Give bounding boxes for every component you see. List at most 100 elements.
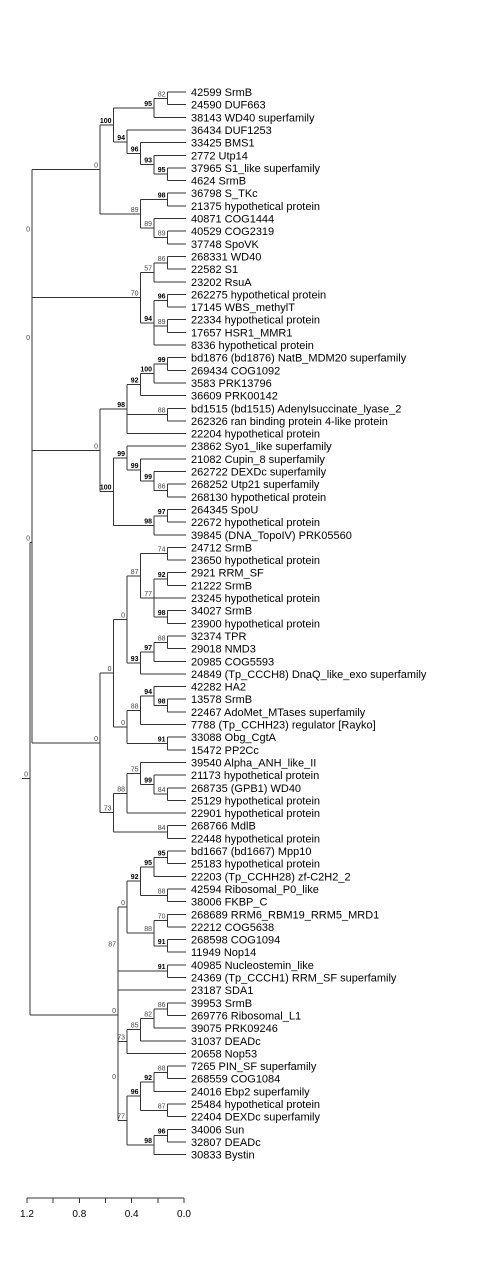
leaf-label: 36434 DUF1253 <box>191 125 272 137</box>
support-value: 74 <box>158 547 166 554</box>
leaf-label: 269434 COG1092 <box>191 365 280 377</box>
support-value: 0 <box>121 720 125 727</box>
leaf-label: 38143 WD40 superfamily <box>191 112 315 124</box>
support-value: 88 <box>158 1065 166 1072</box>
support-value: 91 <box>158 939 166 946</box>
support-value: 97 <box>158 509 166 516</box>
leaf-label: 24849 (Tp_CCCH8) DnaQ_like_exo superfami… <box>191 669 427 681</box>
support-value: 89 <box>131 207 139 214</box>
support-value: 98 <box>158 193 166 200</box>
support-value: 91 <box>158 736 166 743</box>
support-value: 86 <box>158 256 166 263</box>
support-value: 92 <box>158 572 166 579</box>
leaf-label: 37748 SpoVK <box>191 239 260 251</box>
leaf-label: 264345 SpoU <box>191 504 258 516</box>
support-value: 85 <box>131 1023 139 1030</box>
support-value: 73 <box>104 806 112 813</box>
leaf-label: 22203 (Tp_CCHH28) zf-C2H2_2 <box>191 871 351 883</box>
support-value: 96 <box>158 1129 166 1136</box>
support-value: 0 <box>26 335 30 342</box>
leaf-label: 2921 RRM_SF <box>191 568 264 580</box>
support-value: 0 <box>26 535 30 542</box>
leaf-label: 4624 SrmB <box>191 176 246 188</box>
support-value: 0 <box>26 226 30 233</box>
support-value: 0 <box>94 443 98 450</box>
leaf-label: 268130 hypothetical protein <box>191 492 326 504</box>
leaf-label: 22204 hypothetical protein <box>191 429 320 441</box>
support-value: 0 <box>112 1008 116 1015</box>
leaf-label: 22334 hypothetical protein <box>191 315 320 327</box>
leaf-label: 7788 (Tp_CCHH23) regulator [Rayko] <box>191 720 376 732</box>
leaf-label: 7265 PIN_SF superfamily <box>191 1061 317 1073</box>
leaf-label: bd1515 (bd1515) Adenylsuccinate_lyase_2 <box>191 403 401 415</box>
support-value: 99 <box>117 451 125 458</box>
support-value: 87 <box>158 1103 166 1110</box>
support-value: 89 <box>158 319 166 326</box>
support-value: 100 <box>100 118 112 125</box>
support-value: 93 <box>144 158 152 165</box>
leaf-label: 32807 DEADc <box>191 1137 261 1149</box>
support-value: 87 <box>131 569 139 576</box>
support-value: 94 <box>144 316 152 323</box>
leaf-label: 21173 hypothetical protein <box>191 770 319 782</box>
support-value: 99 <box>144 778 152 785</box>
leaf-label: 40529 COG2319 <box>191 226 274 238</box>
leaf-label: 33088 Obg_CgtA <box>191 732 277 744</box>
leaf-label: 23862 Syo1_like superfamily <box>191 441 332 453</box>
leaf-label: 37965 S1_like superfamily <box>191 163 321 175</box>
leaf-label: 42594 Ribosomal_P0_like <box>191 884 319 896</box>
support-value: 84 <box>158 787 166 794</box>
leaf-label: 29018 NMD3 <box>191 644 256 656</box>
support-value: 98 <box>144 1138 152 1145</box>
leaf-label: 3583 PRK13796 <box>191 378 272 390</box>
support-value: 82 <box>158 91 166 98</box>
support-value: 91 <box>158 964 166 971</box>
support-value: 0 <box>112 1074 116 1081</box>
leaf-label: 23187 SDA1 <box>191 985 253 997</box>
support-value: 77 <box>144 591 152 598</box>
support-value: 93 <box>131 656 139 663</box>
leaf-label: 268598 COG1094 <box>191 935 280 947</box>
support-value: 88 <box>158 408 166 415</box>
leaf-label: 268252 Utp21 superfamily <box>191 479 320 491</box>
support-value: 0 <box>121 612 125 619</box>
leaf-label: 17145 WBS_methylT <box>191 302 295 314</box>
leaf-label: 24016 Ebp2 superfamily <box>191 1086 310 1098</box>
leaf-label: 268735 (GPB1) WD40 <box>191 783 301 795</box>
support-value: 70 <box>158 914 166 921</box>
leaf-label: 20658 Nop53 <box>191 1048 257 1060</box>
leaf-label: 25183 hypothetical protein <box>191 859 320 871</box>
leaf-label: 262722 DEXDc superfamily <box>191 467 327 479</box>
leaf-label: 36609 PRK00142 <box>191 391 278 403</box>
support-value: 70 <box>131 291 139 298</box>
leaf-label: 13578 SrmB <box>191 694 252 706</box>
support-value: 87 <box>108 942 116 949</box>
support-value: 86 <box>158 1002 166 1009</box>
scale-tick-label: 0.0 <box>177 1209 191 1220</box>
leaf-label: 20985 COG5593 <box>191 656 274 668</box>
support-value: 88 <box>158 888 166 895</box>
leaf-label: 24369 (Tp_CCCH1) RRM_SF superfamily <box>191 973 397 985</box>
leaf-label: 8336 hypothetical protein <box>191 340 314 352</box>
support-value: 96 <box>131 147 139 154</box>
leaf-label: 25484 hypothetical protein <box>191 1099 320 1111</box>
leaf-label: 22672 hypothetical protein <box>191 517 320 529</box>
support-value: 94 <box>117 135 125 142</box>
leaf-label: 22212 COG5638 <box>191 922 274 934</box>
support-value: 96 <box>131 1089 139 1096</box>
support-value: 98 <box>117 402 125 409</box>
leaf-label: 39075 PRK09246 <box>191 1023 278 1035</box>
leaf-label: 21375 hypothetical protein <box>191 201 320 213</box>
leaf-label: 22467 AdoMet_MTases superfamily <box>191 707 366 719</box>
leaf-label: 21082 Cupin_8 superfamily <box>191 454 325 466</box>
support-value: 73 <box>117 1035 125 1042</box>
leaf-label: 268689 RRM6_RBM19_RRM5_MRD1 <box>191 909 379 921</box>
leaf-label: 268559 COG1084 <box>191 1074 280 1086</box>
support-value: 99 <box>131 463 139 470</box>
support-value: 92 <box>131 874 139 881</box>
support-value: 99 <box>158 357 166 364</box>
leaf-label: 34027 SrmB <box>191 606 252 618</box>
leaf-label: 38006 FKBP_C <box>191 897 267 909</box>
support-value: 57 <box>144 265 152 272</box>
